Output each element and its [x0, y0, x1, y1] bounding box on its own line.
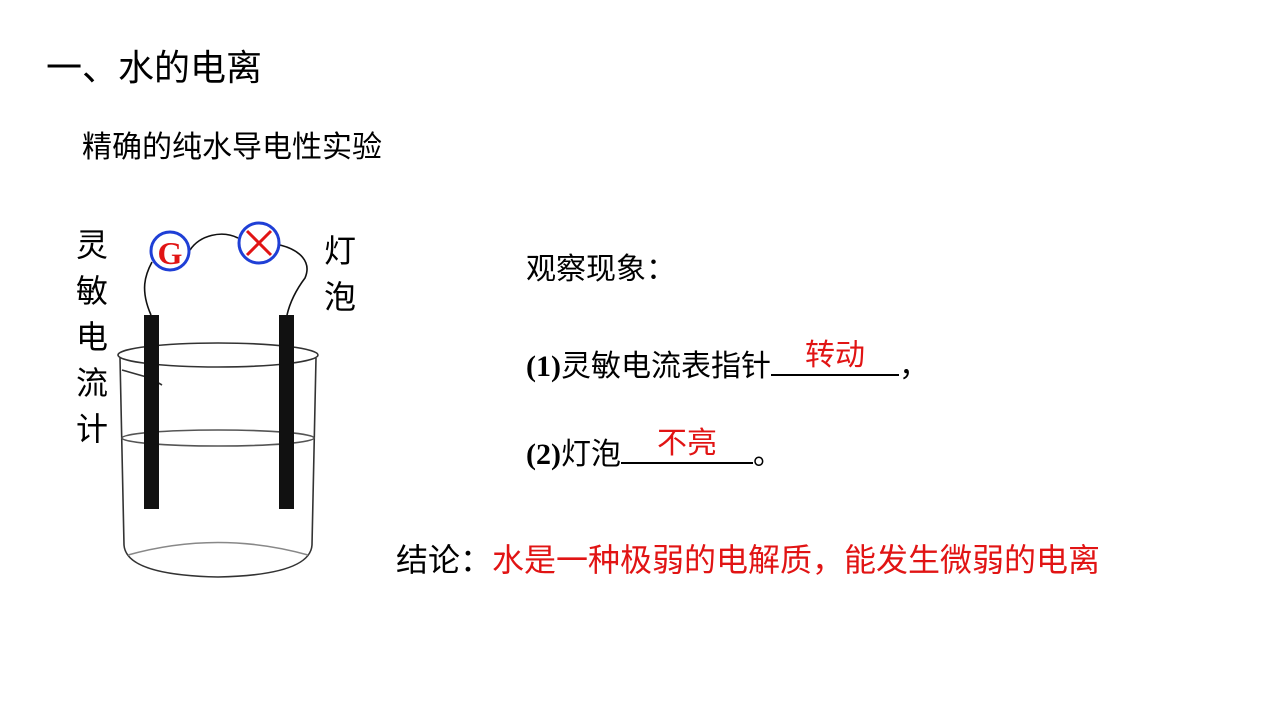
observe-heading: 观察现象：: [526, 252, 676, 287]
left-electrode: [144, 315, 159, 509]
galvanometer-symbol: G: [158, 235, 183, 271]
wire: [279, 244, 308, 316]
answer-blank-1: 转动: [770, 338, 899, 376]
bulb-label: 灯 泡: [324, 232, 357, 316]
wire: [143, 261, 153, 316]
galvanometer-label: 灵 敏 电 流 计: [76, 226, 109, 448]
experiment-subtitle: 精确的纯水导电性实验: [82, 130, 382, 165]
right-electrode: [279, 315, 294, 509]
galvanometer-icon: [149, 230, 191, 272]
conclusion-text: 水是一种极弱的电解质，能发生微弱的电离: [492, 541, 1101, 579]
page-title: 一、水的电离: [46, 48, 263, 89]
beaker: [117, 342, 319, 578]
conclusion-label: 结论：: [396, 541, 493, 579]
question-2: (2)灯泡不亮。: [526, 426, 783, 477]
answer-1: 转动: [804, 338, 865, 373]
answer-2: 不亮: [656, 426, 717, 461]
wire: [189, 233, 239, 251]
answer-blank-2: 不亮: [620, 426, 753, 464]
question-1: (1)灵敏电流表指针转动，: [526, 338, 929, 389]
conclusion: 结论：水是一种极弱的电解质，能发生微弱的电离: [396, 537, 1100, 583]
